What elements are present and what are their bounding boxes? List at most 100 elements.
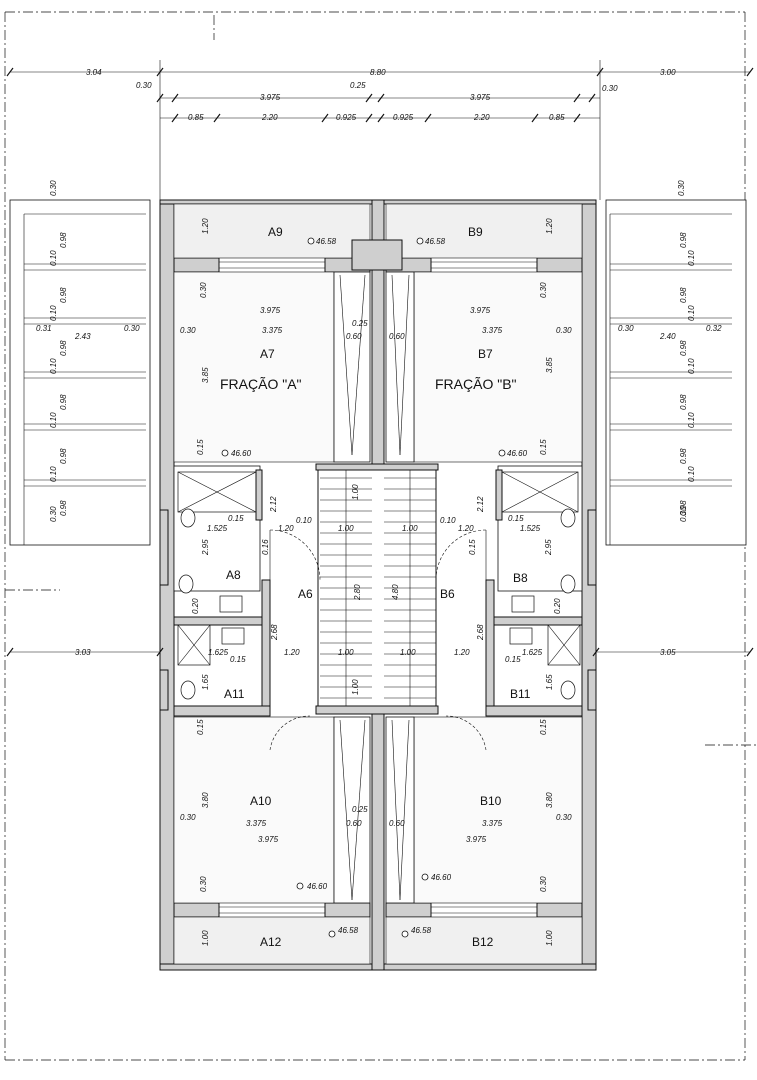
dim-rp-top: 0.30 (677, 180, 686, 196)
dim-b-1625: 1.625 (522, 648, 543, 657)
side-dim-098: 0.98 (59, 287, 68, 303)
level-a7: 46.60 (231, 449, 252, 458)
side-panels (9, 199, 747, 546)
dim-lp-top: 0.30 (49, 180, 58, 196)
room-b7-label: B7 (478, 347, 493, 361)
dim-b7-w2: 3.375 (482, 326, 503, 335)
side-dim-010: 0.10 (49, 412, 58, 428)
dim-r2-c: 0.25 (350, 81, 366, 90)
dim-top-left: 3.04 (86, 68, 102, 77)
side-dim-098: 0.98 (59, 394, 68, 410)
level-b9: 46.58 (425, 237, 446, 246)
side-dim-098: 0.98 (679, 448, 688, 464)
room-a9-label: A9 (268, 225, 283, 239)
dim-b9-h: 1.20 (545, 218, 554, 234)
dim-a-015b: 0.15 (228, 514, 244, 523)
dim-a-020: 0.20 (191, 598, 200, 614)
room-a8-label: A8 (226, 568, 241, 582)
dim-r3-e: 2.20 (473, 113, 490, 122)
dim-b10-w1: 3.975 (466, 835, 487, 844)
dim-lp-bot: 0.30 (49, 506, 58, 522)
dim-stair-b: 4.80 (391, 584, 400, 600)
dim-b-015: 0.15 (539, 439, 548, 455)
dim-r3-f: 0.85 (549, 113, 565, 122)
dim-top-right: 3.00 (660, 68, 676, 77)
room-b11-label: B11 (510, 687, 531, 701)
room-b8-label: B8 (513, 571, 528, 585)
dim-b10-w2: 3.375 (482, 819, 503, 828)
dim-b12-h: 1.00 (545, 930, 554, 946)
room-b6-label: B6 (440, 587, 455, 601)
dim-shaft-c: 0.60 (389, 332, 405, 341)
dim-b-120: 1.20 (458, 524, 474, 533)
dim-rp-030a: 0.30 (618, 324, 634, 333)
top-dimension-lines (6, 60, 754, 200)
dim-r2-e: 0.30 (602, 84, 618, 93)
dim-a7-top: 0.30 (199, 282, 208, 298)
dim-b10-r: 0.30 (556, 813, 572, 822)
mid-dimension-lines (6, 647, 754, 657)
dim-rp-240: 2.40 (659, 332, 676, 341)
dim-b-010: 0.10 (440, 516, 456, 525)
side-dim-098: 0.98 (679, 287, 688, 303)
dim-shaft-a: 0.25 (352, 319, 368, 328)
dim-b-015b: 0.15 (508, 514, 524, 523)
room-a11-label: A11 (224, 687, 245, 701)
side-dim-010: 0.10 (49, 358, 58, 374)
dim-b7-h: 3.85 (545, 357, 554, 373)
dim-b-165: 1.65 (545, 674, 554, 690)
side-dim-098: 0.98 (59, 500, 68, 516)
dim-r3-a: 0.85 (188, 113, 204, 122)
dim-a7-h: 3.85 (201, 367, 210, 383)
level-markers (221, 237, 506, 938)
dim-stair-bot: 1.00 (351, 679, 360, 695)
dim-a-100: 1.00 (338, 524, 354, 533)
dim-b-120b: 1.20 (454, 648, 470, 657)
dim-a9-h: 1.20 (201, 218, 210, 234)
dim-r2-b: 3.975 (260, 93, 281, 102)
dim-a-1525: 1.525 (207, 524, 228, 533)
side-dim-010: 0.10 (687, 466, 696, 482)
dim-shaft-b: 0.60 (346, 332, 362, 341)
dim-b-268: 2.68 (476, 624, 485, 641)
dim-a-268: 2.68 (270, 624, 279, 641)
dim-b-015d: 0.15 (505, 655, 521, 664)
dim-a-1625: 1.625 (208, 648, 229, 657)
dim-b-100: 1.00 (402, 524, 418, 533)
dim-a10-w2: 3.375 (246, 819, 267, 828)
room-a12-label: A12 (260, 935, 282, 949)
dim-b10-s2: 0.60 (389, 819, 405, 828)
dim-b-1525: 1.525 (520, 524, 541, 533)
dim-a-015: 0.15 (196, 439, 205, 455)
level-b12: 46.58 (411, 926, 432, 935)
bathrooms (159, 465, 597, 717)
dim-a10-s2: 0.60 (346, 819, 362, 828)
dim-stair-top: 1.00 (351, 484, 360, 500)
dim-lp-243: 2.43 (74, 332, 91, 341)
dim-a10-bot: 0.30 (199, 876, 208, 892)
balconies (173, 203, 583, 965)
fraction-b-title: FRAÇÃO "B" (435, 376, 517, 392)
side-dim-010: 0.10 (687, 305, 696, 321)
level-a9: 46.58 (316, 237, 337, 246)
side-dim-010: 0.10 (687, 412, 696, 428)
dim-a10-l: 0.30 (180, 813, 196, 822)
side-dim-098: 0.98 (59, 232, 68, 248)
dim-mid-left: 3.03 (75, 648, 91, 657)
dim-b-015c: 0.15 (468, 539, 477, 555)
level-a10: 46.60 (307, 882, 328, 891)
dim-r3-b: 2.20 (261, 113, 278, 122)
dim-a-120: 1.20 (278, 524, 294, 533)
side-panel-slats (23, 213, 732, 545)
side-dim-098: 0.98 (679, 232, 688, 248)
level-b10: 46.60 (431, 873, 452, 882)
dim-lp-031: 0.31 (36, 324, 52, 333)
dim-b-020: 0.20 (553, 598, 562, 614)
dim-r2-a: 0.30 (136, 81, 152, 90)
dim-b7-w1: 3.975 (470, 306, 491, 315)
dim-r3-d: 0.925 (393, 113, 414, 122)
dim-rp-bot: 0.30 (679, 506, 688, 522)
light-wells (333, 239, 415, 904)
dim-b-015e: 0.15 (539, 719, 548, 735)
dim-mid-right: 3.05 (660, 648, 676, 657)
